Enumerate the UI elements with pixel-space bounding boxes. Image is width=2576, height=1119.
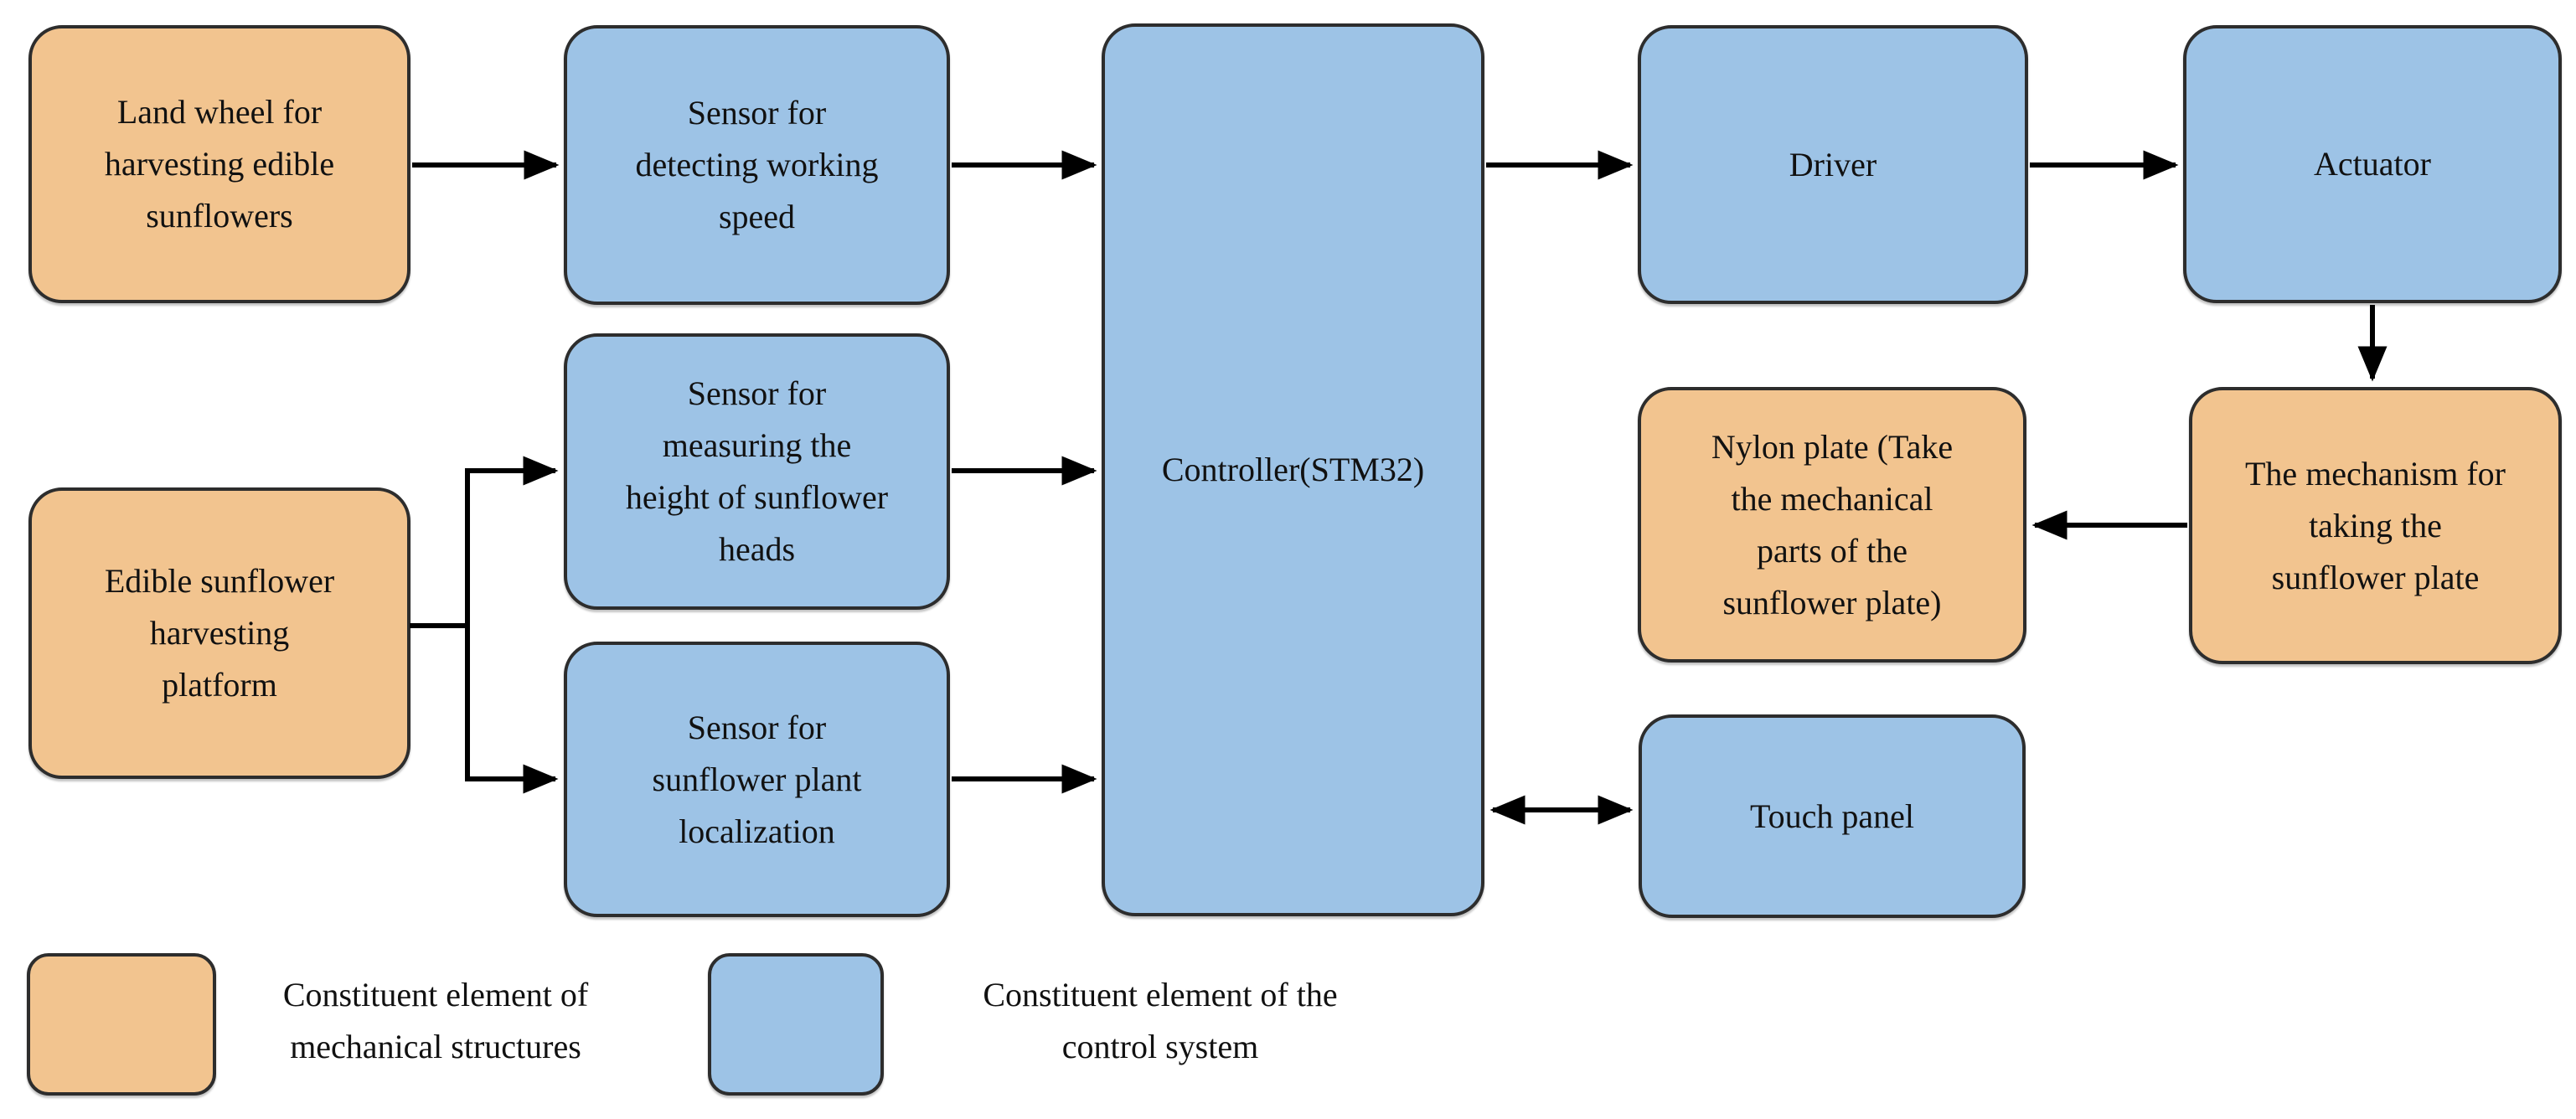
legend-label-control: Constituent element of the control syste… xyxy=(983,976,1338,1065)
node-driver: Driver xyxy=(1638,25,2028,304)
node-height-sensor: Sensor for measuring the height of sunfl… xyxy=(564,333,950,610)
node-actuator: Actuator xyxy=(2183,25,2562,303)
legend-swatch-control xyxy=(708,953,884,1096)
node-harvesting-platform: Edible sunflower harvesting platform xyxy=(28,487,410,779)
node-taking-mechanism: The mechanism for taking the sunflower p… xyxy=(2189,387,2562,664)
edge-platform-to-localizationsensor xyxy=(465,626,559,794)
edge-platform-to-heightsensor xyxy=(410,456,559,628)
node-land-wheel: Land wheel for harvesting edible sunflow… xyxy=(28,25,410,303)
legend-swatch-mechanical xyxy=(27,953,216,1096)
node-nylon-plate: Nylon plate (Take the mechanical parts o… xyxy=(1638,387,2026,663)
node-touch-panel: Touch panel xyxy=(1639,714,2026,918)
legend-label-mechanical: Constituent element of mechanical struct… xyxy=(282,976,589,1065)
node-localization-sensor: Sensor for sunflower plant localization xyxy=(564,642,950,917)
node-speed-sensor: Sensor for detecting working speed xyxy=(564,25,950,305)
node-controller: Controller(STM32) xyxy=(1102,23,1484,916)
